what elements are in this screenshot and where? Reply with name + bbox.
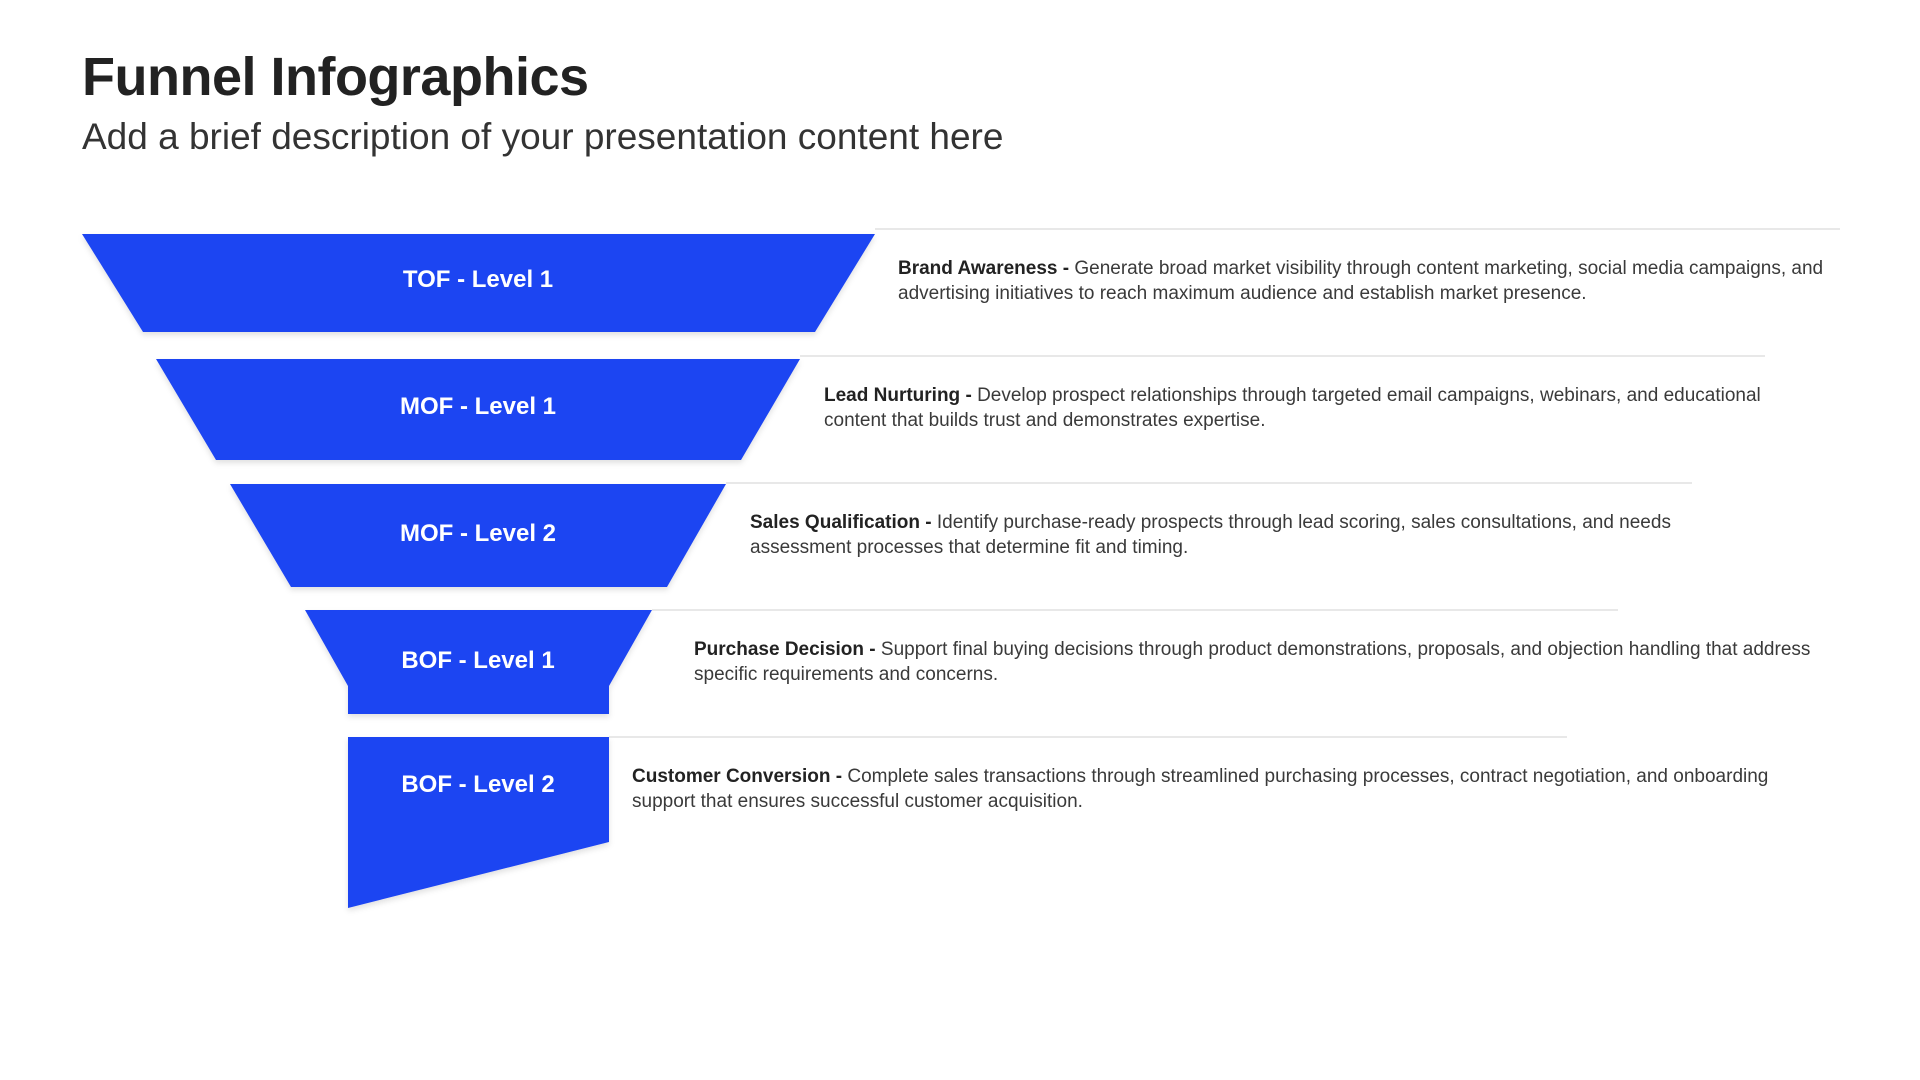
stage-text: Generate broad market visibility through… [898, 258, 1824, 304]
funnel-segment-mof-2 [230, 484, 726, 587]
divider [652, 609, 1618, 611]
stage-heading: Sales Qualification - [750, 512, 937, 533]
divider [609, 736, 1567, 738]
stage-text: Develop prospect relationships through t… [824, 385, 1761, 431]
stage-description: Brand Awareness - Generate broad market … [898, 256, 1838, 306]
stage-label-bof-1: BOF - Level 1 [401, 647, 555, 674]
stage-label-tof-1: TOF - Level 1 [402, 266, 554, 293]
divider [875, 228, 1840, 230]
page-title: Funnel Infographics [82, 47, 589, 107]
stage-text: Identify purchase-ready prospects throug… [750, 512, 1671, 558]
stage-heading: Purchase Decision - [694, 639, 881, 660]
stage-description: Customer Conversion - Complete sales tra… [632, 764, 1782, 814]
divider [726, 482, 1692, 484]
funnel-segment-bof-1 [305, 610, 652, 714]
funnel-segment-tof-1 [82, 234, 875, 332]
stage-text: Support final buying decisions through p… [694, 639, 1811, 685]
divider [800, 355, 1765, 357]
funnel-segment-mof-1 [156, 359, 800, 460]
stage-description: Purchase Decision - Support final buying… [694, 637, 1844, 687]
stage-description: Lead Nurturing - Develop prospect relati… [824, 383, 1764, 433]
stage-heading: Brand Awareness - [898, 258, 1075, 279]
stage-text: Complete sales transactions through stre… [632, 766, 1769, 812]
stage-label-mof-2: MOF - Level 2 [399, 520, 557, 547]
stage-heading: Lead Nurturing - [824, 385, 978, 406]
funnel-segment-bof-2 [348, 737, 609, 908]
stage-description: Sales Qualification - Identify purchase-… [750, 510, 1770, 560]
page-subtitle: Add a brief description of your presenta… [82, 116, 1004, 157]
stage-label-mof-1: MOF - Level 1 [399, 393, 557, 420]
stage-label-bof-2: BOF - Level 2 [401, 771, 555, 798]
stage-heading: Customer Conversion - [632, 766, 848, 787]
